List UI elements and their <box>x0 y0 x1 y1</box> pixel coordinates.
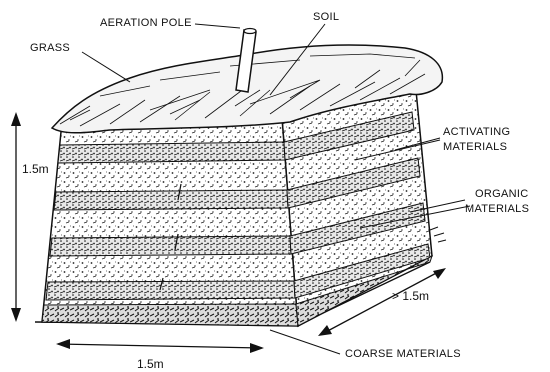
label-aeration-pole: AERATION POLE <box>100 17 192 29</box>
label-organic-line2: MATERIALS <box>465 203 529 215</box>
dimension-width <box>56 339 264 353</box>
label-activating-line1: ACTIVATING <box>443 126 510 138</box>
dimension-height <box>11 112 21 322</box>
label-activating-line2: MATERIALS <box>443 141 507 153</box>
label-coarse-materials: COARSE MATERIALS <box>345 348 461 360</box>
coarse-base-layer <box>42 304 298 326</box>
dimension-width-label: 1.5m <box>137 357 164 371</box>
dimension-height-label: 1.5m <box>22 162 49 176</box>
edge-marks <box>430 227 446 242</box>
label-soil: SOIL <box>313 11 339 23</box>
aeration-pole-top <box>244 29 256 34</box>
label-organic-line1: ORGANIC <box>475 188 528 200</box>
label-grass: GRASS <box>30 42 70 54</box>
dimension-length-label: > 1.5m <box>392 289 429 303</box>
